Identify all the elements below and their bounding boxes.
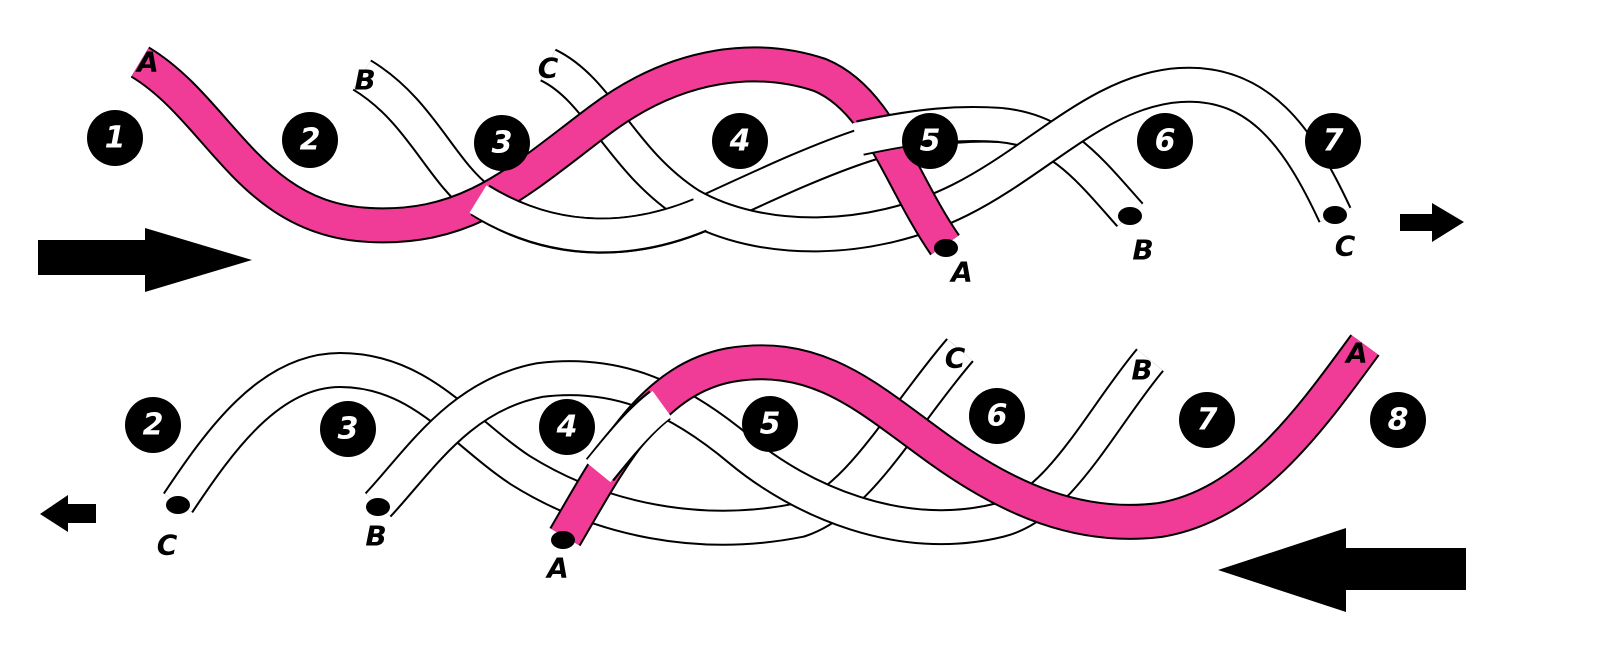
bottom-start-label-a: A xyxy=(1344,337,1368,370)
top-strand-a xyxy=(130,46,960,256)
top-step-1: 1 xyxy=(87,110,143,166)
top-start-label-b: B xyxy=(354,64,375,97)
bottom-step-3-label: 3 xyxy=(338,412,359,447)
bottom-step-2: 2 xyxy=(125,397,181,453)
top-end-cap-a xyxy=(934,239,958,257)
top-step-5-label: 5 xyxy=(920,124,941,159)
bottom-step-4: 4 xyxy=(539,399,595,455)
top-start-label-a: A xyxy=(135,46,159,79)
top-step-5: 5 xyxy=(902,113,958,169)
bottom-strand-c xyxy=(163,338,974,546)
bottom-row: A B C A B C 2 3 4 5 6 7 8 xyxy=(40,334,1466,612)
top-end-label-a: A xyxy=(949,256,973,289)
bottom-step-4-label: 4 xyxy=(556,410,578,445)
bottom-step-5-label: 5 xyxy=(760,407,781,442)
bottom-crossings xyxy=(585,390,672,483)
bottom-step-6-label: 6 xyxy=(987,399,1008,434)
bottom-step-7: 7 xyxy=(1179,392,1235,448)
bottom-step-8-label: 8 xyxy=(1388,403,1409,438)
top-end-label-b: B xyxy=(1132,234,1153,267)
bottom-start-label-c: C xyxy=(945,342,966,375)
top-direction-arrow-small-right-icon xyxy=(1400,203,1464,242)
bottom-strand-a-fill xyxy=(551,335,1378,546)
top-step-1-label: 1 xyxy=(105,121,126,156)
top-step-2: 2 xyxy=(282,112,338,168)
bottom-strand-a xyxy=(549,334,1380,547)
bottom-end-label-a: A xyxy=(545,552,569,585)
bottom-step-7-label: 7 xyxy=(1197,403,1218,438)
top-step-4-label: 4 xyxy=(729,124,751,159)
bottom-step-8: 8 xyxy=(1370,392,1426,448)
top-step-6: 6 xyxy=(1137,113,1193,169)
top-step-3: 3 xyxy=(474,115,530,171)
top-step-4: 4 xyxy=(712,113,768,169)
bottom-end-cap-c xyxy=(166,496,190,514)
bottom-end-label-b: B xyxy=(365,520,386,553)
top-strand-a-fill xyxy=(131,48,959,255)
bottom-step-2-label: 2 xyxy=(143,408,164,443)
bottom-end-cap-a xyxy=(551,531,575,549)
bottom-end-cap-b xyxy=(366,498,390,516)
top-step-7: 7 xyxy=(1305,113,1361,169)
top-end-cap-b xyxy=(1118,207,1142,225)
bottom-direction-arrow-small-left-icon xyxy=(40,495,96,532)
top-end-cap-c xyxy=(1323,206,1347,224)
top-start-label-c: C xyxy=(538,52,559,85)
top-end-label-c: C xyxy=(1335,230,1356,263)
bottom-step-6: 6 xyxy=(969,388,1025,444)
bottom-step-5: 5 xyxy=(742,396,798,452)
top-step-6-label: 6 xyxy=(1155,124,1176,159)
bottom-direction-arrow-large-left-icon xyxy=(1218,528,1466,612)
top-step-7-label: 7 xyxy=(1323,124,1344,159)
top-step-3-label: 3 xyxy=(492,126,513,161)
top-strand-c xyxy=(539,48,1352,253)
bottom-step-3: 3 xyxy=(320,401,376,457)
top-direction-arrow-large-right-icon xyxy=(38,228,252,292)
top-step-2-label: 2 xyxy=(300,123,321,158)
top-row: A B C A B C 1 2 3 4 5 6 7 xyxy=(38,46,1464,292)
bottom-start-label-b: B xyxy=(1131,354,1152,387)
bottom-end-label-c: C xyxy=(157,529,178,562)
